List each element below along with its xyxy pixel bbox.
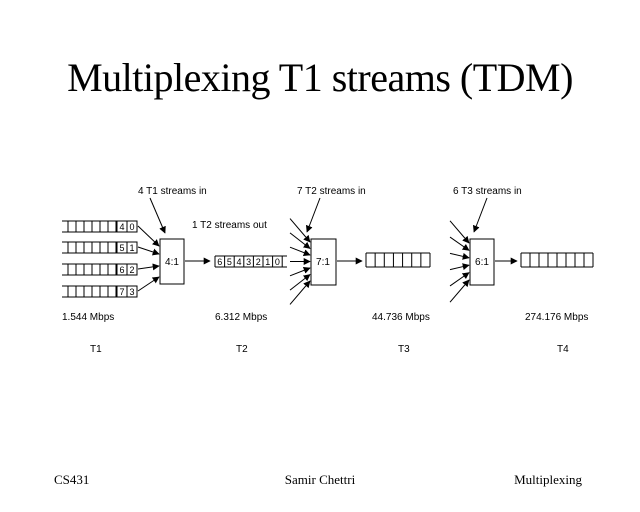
t2-buffer-cell: 0 [275, 257, 280, 267]
stream-input-arrow [137, 263, 160, 271]
t3-streams-in-pointer [472, 197, 488, 233]
fan-in-arrow [289, 218, 311, 243]
mux-7-1-input-arrows [289, 218, 311, 305]
stream-label: 6 [119, 265, 124, 275]
mux-4-1-label: 4:1 [165, 257, 179, 268]
mux-6-1-input-arrows [449, 220, 470, 303]
rate-t1: 1.544 Mbps [62, 312, 114, 323]
footer-course: CS431 [54, 472, 90, 487]
fan-in-arrow [289, 274, 311, 291]
level-t4: T4 [557, 344, 569, 355]
level-t1: T1 [90, 344, 102, 355]
slide-title: Multiplexing T1 streams (TDM) [67, 55, 573, 100]
t2-streams-in-pointer [305, 197, 321, 233]
t2-buffer-cell: 5 [227, 257, 232, 267]
stream-channel-cell [126, 241, 138, 254]
rate-t4: 274.176 Mbps [525, 312, 588, 323]
stream-channel: 1 [129, 243, 134, 253]
fan-in-arrow [289, 246, 311, 256]
fan-in-arrow [449, 272, 470, 287]
fan-in-arrow [449, 252, 470, 260]
fan-in-arrow [289, 280, 311, 305]
stream-label: 5 [119, 243, 124, 253]
stream-channel: 2 [129, 265, 134, 275]
footer-topic: Multiplexing [514, 472, 582, 487]
t1-streams-in-pointer [149, 197, 166, 234]
stream-channel-cell [126, 263, 138, 276]
mux-6-1 [469, 238, 495, 286]
t2-buffer-cell: 3 [246, 257, 251, 267]
rate-t3: 44.736 Mbps [372, 312, 430, 323]
fan-in-arrow [289, 267, 311, 277]
t2-buffer-cell: 2 [256, 257, 261, 267]
t2-buffer-cell: 6 [217, 257, 222, 267]
level-t2: T2 [236, 344, 248, 355]
stream-channel-cell [126, 220, 138, 233]
mux-6-1-label: 6:1 [475, 257, 489, 268]
t3-stream-buffer [365, 252, 431, 268]
stream-input-arrow [137, 246, 160, 256]
t3-streams-in-label: 6 T3 streams in [453, 186, 522, 197]
stream-channel: 3 [129, 287, 134, 297]
fan-in-arrow [449, 279, 470, 303]
rate-t2: 6.312 Mbps [215, 312, 267, 323]
stream-label: 4 [119, 222, 124, 232]
mux-4-1 [159, 238, 185, 285]
fan-in-arrow [449, 220, 470, 244]
stream-input-arrow [137, 276, 160, 292]
t2-buffer-cell: 4 [236, 257, 241, 267]
stream-input-arrow [137, 225, 160, 247]
fan-in-arrow [289, 232, 311, 249]
fan-in-arrow [449, 263, 470, 271]
stream-label: 7 [119, 287, 124, 297]
t4-stream-buffer [520, 252, 594, 268]
t2-streams-out-label: 1 T2 streams out [192, 220, 267, 231]
t2-buffer-cell: 1 [265, 257, 270, 267]
t2-streams-in-label: 7 T2 streams in [297, 186, 366, 197]
level-t3: T3 [398, 344, 410, 355]
stream-channel-cell [126, 285, 138, 298]
stream-channel: 0 [129, 222, 134, 232]
mux-7-1-label: 7:1 [316, 257, 330, 268]
footer-author: Samir Chettri [284, 472, 356, 487]
t1-streams-in-label: 4 T1 streams in [138, 186, 207, 197]
mux-7-1 [310, 238, 337, 286]
fan-in-arrow [449, 236, 470, 251]
